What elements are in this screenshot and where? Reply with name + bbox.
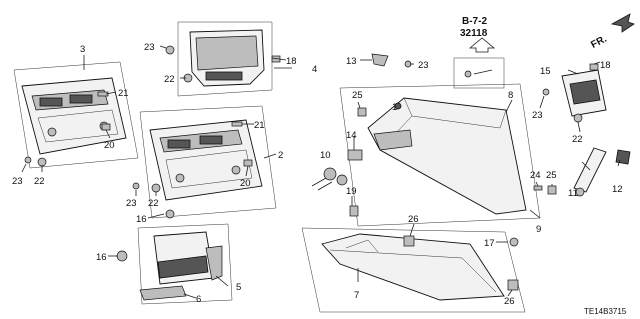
front-label: FR. [589, 33, 609, 50]
callout-18b: 18 [600, 60, 611, 71]
callout-23e: 23 [418, 60, 429, 71]
callout-23b: 23 [12, 176, 23, 187]
callout-25a: 25 [352, 90, 363, 101]
screw-17 [509, 237, 519, 247]
pocket-5 [139, 231, 223, 301]
callout-13: 13 [346, 56, 357, 67]
cushion-26b [507, 279, 519, 291]
callout-20a: 20 [104, 140, 115, 151]
nut-22c [151, 183, 161, 193]
bolt-1 [394, 102, 402, 110]
front-arrow [610, 13, 635, 33]
center-panel-3 [21, 77, 127, 155]
callout-12: 12 [612, 184, 623, 195]
callout-3: 3 [80, 44, 85, 55]
callout-26b: 26 [504, 296, 515, 307]
latch-14 [347, 149, 363, 161]
group-box-4 [177, 21, 273, 97]
callout-1: 1 [392, 102, 397, 113]
callout-10: 10 [320, 150, 331, 161]
group-box-5 [137, 223, 233, 305]
callout-23a: 23 [144, 42, 155, 53]
clip-20b [243, 159, 253, 167]
pad-25a [357, 107, 367, 117]
lock-10 [311, 167, 348, 191]
callout-26a: 26 [408, 214, 419, 225]
callout-16a: 16 [136, 214, 147, 225]
screw-16a [116, 250, 128, 262]
screw-23a [165, 45, 175, 55]
callout-14: 14 [346, 130, 357, 141]
group-box-7 [301, 227, 526, 313]
clip-18b [589, 63, 599, 71]
reference-part-number: 32118 [460, 28, 488, 39]
callout-18a: 18 [286, 56, 297, 67]
callout-21b: 21 [254, 120, 265, 131]
damper-11 [573, 147, 607, 197]
callout-22a: 22 [164, 74, 175, 85]
callout-20b: 20 [240, 178, 251, 189]
callout-11: 11 [568, 188, 578, 199]
screw-23d [542, 88, 550, 96]
screw-16b [165, 209, 175, 219]
callout-2: 2 [278, 150, 283, 161]
reference-arrow [468, 37, 496, 53]
screw-23c [132, 182, 140, 190]
clip-12 [615, 149, 631, 165]
callout-8: 8 [508, 90, 513, 101]
center-panel-2 [149, 119, 263, 201]
callout-5: 5 [236, 282, 241, 293]
callout-19: 19 [346, 186, 357, 197]
group-box-3 [13, 61, 139, 169]
callout-23c: 23 [126, 198, 137, 209]
group-box-2 [139, 105, 277, 219]
nut-22b [37, 157, 47, 167]
clip-20a [101, 123, 111, 131]
callout-21a: 21 [118, 88, 129, 99]
callout-22b: 22 [34, 176, 45, 187]
callout-22d: 22 [572, 134, 583, 145]
stopper-24 [533, 185, 543, 191]
nut-22d [573, 113, 583, 123]
clip-21b [231, 121, 243, 127]
callout-22c: 22 [148, 198, 159, 209]
glove-box-8 [367, 97, 527, 215]
callout-4: 4 [312, 64, 317, 75]
screw-23b [24, 156, 32, 164]
callout-17: 17 [484, 238, 495, 249]
reference-section: B-7-2 [462, 16, 487, 27]
vent-15 [561, 69, 607, 117]
callout-6: 6 [196, 294, 201, 305]
callout-16b: 16 [96, 252, 107, 263]
pad-25b [547, 185, 557, 195]
callout-23d: 23 [532, 110, 543, 121]
pocket-lid-6 [139, 285, 187, 301]
clip-13 [371, 53, 389, 67]
cushion-26a [403, 235, 415, 247]
callout-15: 15 [540, 66, 551, 77]
under-cover-7 [321, 233, 505, 301]
callout-25b: 25 [546, 170, 557, 181]
cap-19 [349, 205, 359, 217]
callout-24: 24 [530, 170, 541, 181]
reference-box [453, 57, 505, 89]
diagram-code: TE14B3715 [584, 307, 627, 316]
callout-9: 9 [536, 224, 541, 235]
leader-lines [21, 45, 621, 299]
bracket-4 [189, 29, 265, 87]
callout-7: 7 [354, 290, 359, 301]
